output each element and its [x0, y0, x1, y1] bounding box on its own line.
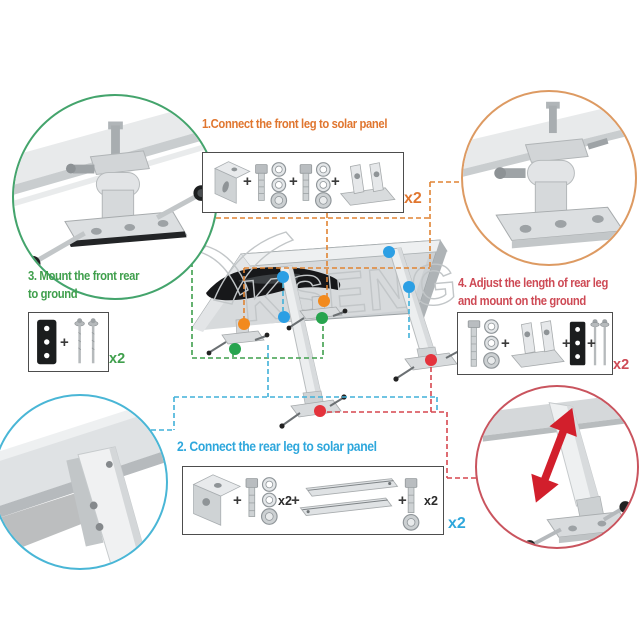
- bolt-icon: [255, 164, 268, 201]
- rear-leg-panel-joint-callout: [0, 394, 168, 570]
- plus-separator: +: [243, 173, 252, 190]
- bolt-icon: [404, 478, 418, 514]
- plus-separator: +: [60, 334, 69, 351]
- rear-leg-adjust-photo: [482, 392, 637, 547]
- front-leg-panel-mount-callout: [461, 90, 637, 266]
- ground-screw-icon: [590, 319, 600, 366]
- step4-title-line1: 4. Adjust the length of rear leg: [458, 276, 608, 290]
- bolt-icon: [467, 320, 481, 367]
- washer-nut-stack-icon: [270, 162, 288, 209]
- plus-separator: +: [291, 492, 300, 509]
- watermark-swoosh: [213, 231, 295, 305]
- washer-nut-stack-icon: [483, 319, 500, 369]
- plus-separator: +: [289, 173, 298, 190]
- washer-nut-stack-icon: [260, 477, 278, 525]
- step4-title-line2: and mount on the ground: [458, 294, 586, 308]
- plus-separator: +: [233, 492, 242, 509]
- dot-rear-leg-top-left: [277, 271, 289, 283]
- step2-parts-box: + x2 + + x2: [182, 466, 444, 535]
- bolt-icon: [299, 164, 313, 201]
- step4-parts-box: + + +: [457, 312, 613, 375]
- connector-step2-cyan: [151, 283, 438, 431]
- dot-front-leg-foot-left: [229, 343, 241, 355]
- step2-quantity: x2: [448, 515, 466, 532]
- dot-front-leg-top-right: [318, 295, 330, 307]
- step3-parts: [37, 318, 99, 365]
- plus-separator: +: [331, 173, 340, 190]
- front-leg-ground-mount-photo: [14, 99, 216, 272]
- connector-step1-orange: [192, 181, 461, 319]
- step2-parts: [192, 474, 420, 531]
- plus-separator: +: [501, 335, 510, 352]
- washer-nut-stack-icon: [314, 162, 332, 209]
- connector-step4-red: [327, 367, 477, 479]
- step1-parts-box: + + +: [202, 152, 404, 213]
- length-adjust-double-arrow-icon: [531, 407, 577, 503]
- l-bracket-icon: [214, 161, 251, 204]
- rail-icon: [305, 478, 399, 497]
- step1-parts: [214, 161, 396, 209]
- rail-icon: [299, 497, 393, 517]
- dot-rear-foot-right: [425, 354, 437, 366]
- ground-screw-icon: [87, 318, 99, 364]
- dot-rear-leg-mid-left: [278, 311, 290, 323]
- ground-screw-icon: [523, 527, 562, 547]
- step3-quantity: x2: [109, 351, 126, 367]
- front-leg-panel-mount-photo: [463, 100, 635, 249]
- plus-separator: +: [562, 335, 571, 352]
- rear-leg-adjust-callout: [475, 385, 639, 549]
- rear-leg-right: [388, 247, 463, 382]
- dot-rear-foot-left: [314, 405, 326, 417]
- flange-nut-icon: [402, 513, 420, 531]
- front-leg-left: [206, 318, 270, 356]
- ground-screw-icon: [600, 319, 610, 366]
- dot-front-leg-foot-right: [316, 312, 328, 324]
- step2-title: 2. Connect the rear leg to solar panel: [177, 439, 377, 454]
- ground-screw-icon: [74, 318, 85, 364]
- rear-leg-panel-joint-photo: [0, 397, 166, 568]
- step4-quantity: x2: [613, 357, 630, 373]
- dot-front-leg-top-left: [238, 318, 250, 330]
- rear-leg-base-icon: [511, 320, 565, 368]
- dot-rear-leg-top-right: [383, 246, 395, 258]
- step2-washer-quantity: x2: [278, 494, 292, 508]
- step1-title: 1.Connect the front leg to solar panel: [202, 117, 388, 131]
- connection-dots: [229, 246, 437, 417]
- front-leg-ground-mount-callout: [12, 94, 218, 300]
- step1-quantity: x2: [404, 190, 422, 207]
- step3-title-line2: to ground: [28, 287, 78, 301]
- step2-bolt-quantity: x2: [424, 494, 438, 508]
- solar-panel: [191, 239, 448, 332]
- l-bracket-icon: [192, 474, 242, 526]
- step3-title-line1: 3. Mount the front rear: [28, 269, 140, 283]
- dot-rear-leg-mid-right: [403, 281, 415, 293]
- ground-plate-icon: [569, 321, 586, 366]
- step4-parts: [467, 319, 610, 369]
- plus-separator: +: [587, 335, 596, 352]
- step3-parts-box: +: [28, 312, 109, 372]
- ground-plate-icon: [37, 319, 57, 365]
- bolt-icon: [245, 478, 259, 517]
- plus-separator: +: [398, 492, 407, 509]
- front-leg-base-icon: [339, 162, 396, 206]
